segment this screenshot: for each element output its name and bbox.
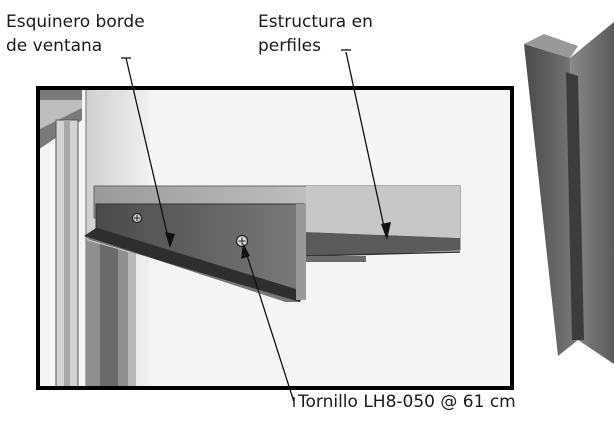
screw-icon [131, 212, 143, 224]
callout-estructura-line2: perfiles [258, 36, 321, 56]
arrowhead-tornillo [241, 243, 250, 259]
screw-icon [235, 234, 249, 248]
angle-profile-left-face [524, 44, 578, 356]
leader-arrowheads [165, 222, 391, 259]
angle-profile-fold [566, 72, 584, 340]
channel-bottom-edge [306, 256, 366, 262]
channel-lip [305, 251, 461, 257]
profile-post-left-shadow [64, 120, 70, 388]
stud-below-face [100, 244, 118, 388]
angle-end-cut [296, 204, 306, 300]
arrowhead-estructura [381, 222, 391, 240]
arrowhead-esquinero [165, 232, 175, 248]
angle-profile-top [524, 34, 578, 58]
angle-profile-3d [524, 22, 614, 364]
leader-lines [121, 49, 387, 407]
callout-esquinero-borde-de-ventana: Esquinero borde de ventana [6, 10, 145, 58]
callout-esquinero-line2: de ventana [6, 36, 103, 56]
leader-tornillo [243, 245, 295, 403]
stud-below-side [128, 252, 136, 388]
angle-horizontal-leg [84, 228, 304, 302]
leader-esquinero [125, 57, 171, 247]
detail-frame [36, 86, 514, 390]
callout-estructura-line1: Estructura en [258, 12, 373, 32]
callout-estructura-en-perfiles: Estructura en perfiles [258, 10, 373, 58]
callout-esquinero-line1: Esquinero borde [6, 12, 145, 32]
channel-inner-flange [306, 186, 460, 238]
callout-tornillo: Tornillo LH8-050 @ 61 cm [298, 392, 516, 412]
leader-estructura [345, 51, 387, 237]
channel-bottom-web [306, 232, 460, 256]
top-beam-highlight [38, 100, 82, 130]
